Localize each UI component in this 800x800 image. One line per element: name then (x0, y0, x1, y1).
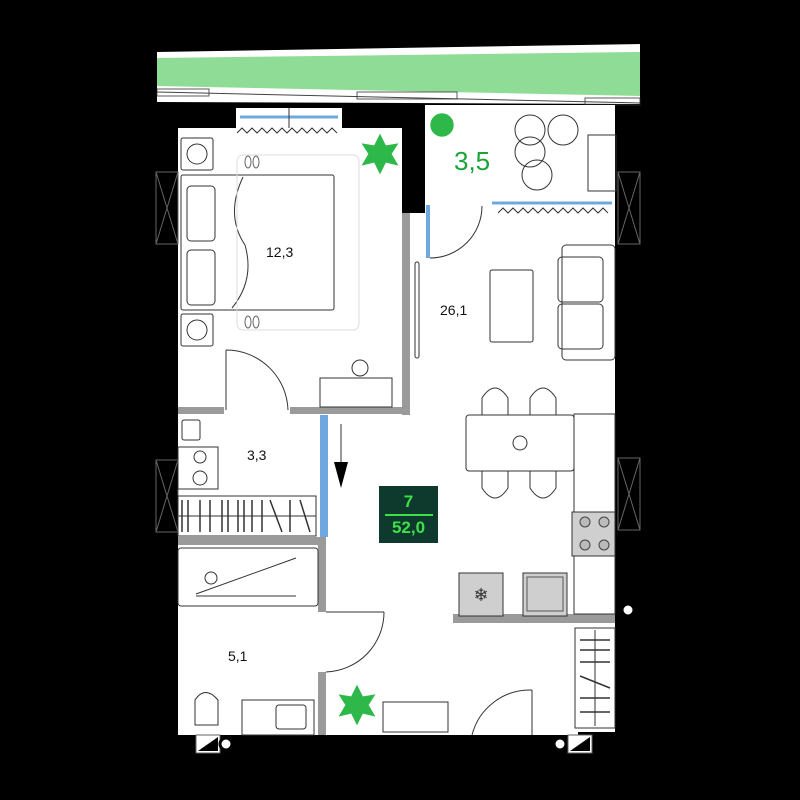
kitchen-sink-icon (522, 572, 568, 617)
apartment-number: 7 (403, 491, 414, 511)
wardrobe-icon (177, 495, 317, 537)
bedroom-door-icon (225, 349, 289, 411)
interior-walls (178, 205, 615, 735)
vent-icon (620, 602, 636, 618)
plant-icon (337, 112, 455, 727)
facade-windows (155, 171, 641, 533)
balcony-chairs-icon (514, 114, 617, 192)
badge-divider (384, 513, 433, 516)
floor-areas (178, 105, 615, 735)
toilet-icon (194, 692, 219, 726)
room-area-laundry: 3,3 (247, 447, 267, 463)
glass-partition (320, 415, 328, 537)
sofa-icon (557, 244, 616, 361)
nightstand-icon (180, 137, 214, 347)
window-icon (236, 108, 342, 134)
mirror-icon (414, 261, 420, 359)
rug (236, 154, 360, 331)
balcony-window-icon (426, 201, 612, 259)
bathtub-icon (177, 547, 319, 607)
room-area-bedroom: 12,3 (266, 244, 294, 260)
washbasin-icon (241, 699, 315, 736)
dresser-icon (319, 359, 393, 408)
room-area-bathroom: 5,1 (228, 648, 248, 664)
shoe-bench-icon (382, 701, 449, 733)
washing-machine-icon (177, 419, 219, 490)
room-area-living-kitchen: 26,1 (440, 302, 468, 318)
ventilation-shaft-icon (195, 734, 593, 754)
apartment-badge: 7 52,0 (379, 486, 438, 543)
bed-icon (180, 174, 335, 311)
hall-wardrobe-icon (574, 627, 616, 729)
svg-text:❄: ❄ (473, 585, 488, 605)
fridge-icon: ❄ (458, 572, 504, 617)
entrance-door-icon (471, 689, 533, 736)
room-area-balcony: 3,5 (454, 146, 491, 176)
total-area: 52,0 (391, 517, 426, 537)
entrance-arrow-icon (334, 424, 348, 488)
dining-table-icon (465, 387, 575, 499)
lawn-strip-icon (156, 44, 641, 106)
slippers-icon (244, 155, 260, 329)
stove-icon (571, 511, 616, 557)
coffee-table-icon (489, 269, 534, 343)
bathroom-door-icon (325, 611, 385, 673)
